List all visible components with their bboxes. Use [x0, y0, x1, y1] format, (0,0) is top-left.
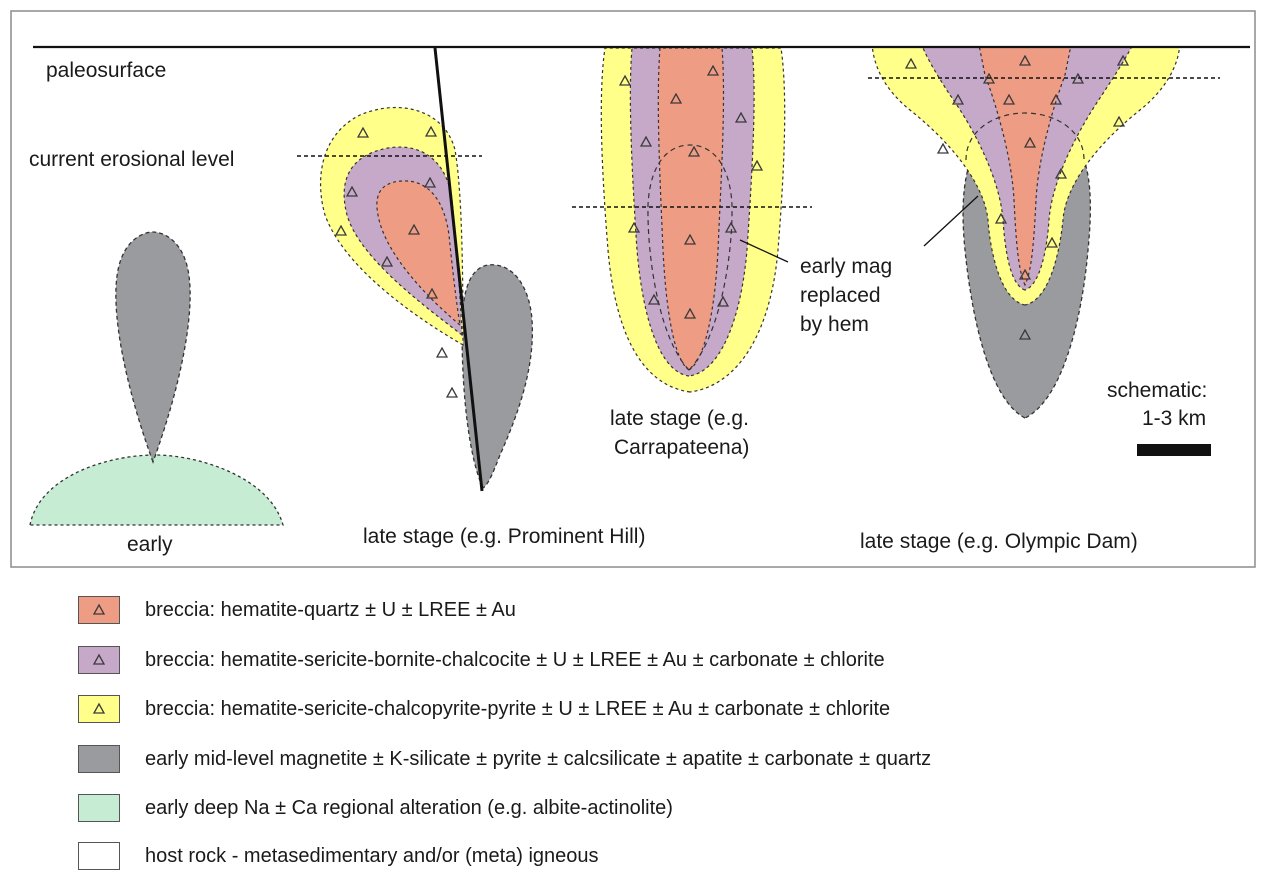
- scale-label-line1: schematic:: [1107, 379, 1207, 402]
- carrapateena-system: [572, 47, 812, 393]
- legend-label: breccia: hematite-sericite-bornite-chalc…: [145, 649, 885, 671]
- triangle-icon: [92, 653, 106, 665]
- hematite-quartz-zone-prominent: [376, 180, 461, 327]
- legend-label: early mid-level magnetite ± K-silicate ±…: [145, 748, 932, 770]
- legend-swatch-na-ca: [78, 794, 120, 822]
- olympic-dam-label: late stage (e.g. Olympic Dam): [860, 530, 1138, 553]
- relict-magnetite-outline-olympic: [965, 112, 1085, 161]
- triangle-icon: [92, 603, 106, 615]
- legend-item-hematite-quartz: breccia: hematite-quartz ± U ± LREE ± Au: [78, 596, 1228, 626]
- legend-item-hem-chalcopyrite: breccia: hematite-sericite-chalcopyrite-…: [78, 695, 1228, 725]
- legend-item-hem-bornite: breccia: hematite-sericite-bornite-chalc…: [78, 646, 1228, 676]
- legend-item-magnetite: early mid-level magnetite ± K-silicate ±…: [78, 745, 1228, 775]
- alteration-diagram: paleosurface current erosional level ear…: [10, 10, 1256, 568]
- hematite-quartz-zone-olympic: [978, 47, 1072, 287]
- legend-swatch-hem-chalcopyrite: [78, 695, 120, 723]
- legend-swatch-host-rock: [78, 842, 120, 870]
- early-label: early: [127, 533, 173, 556]
- hematite-quartz-zone-carrapateena: [657, 47, 725, 371]
- carrapateena-label-line2: Carrapateena): [614, 436, 749, 459]
- legend-label: breccia: hematite-quartz ± U ± LREE ± Au: [145, 599, 516, 621]
- magnetite-body-prominent: [461, 264, 534, 489]
- olympic-dam-system: [871, 47, 1181, 419]
- scale-bar: [1137, 444, 1211, 456]
- legend-label: early deep Na ± Ca regional alteration (…: [145, 797, 673, 819]
- mag-note-leader: [739, 239, 789, 263]
- legend-swatch-hem-bornite: [78, 646, 120, 674]
- relict-magnetite-outline: [647, 144, 733, 371]
- na-ca-alteration-dome: [29, 454, 284, 526]
- mag-note-line3: by hem: [800, 313, 869, 336]
- scale-label-line2: 1-3 km: [1142, 407, 1206, 430]
- mag-note-line2: replaced: [800, 284, 881, 307]
- legend-item-na-ca: early deep Na ± Ca regional alteration (…: [78, 794, 1228, 824]
- legend-swatch-magnetite: [78, 745, 120, 773]
- prominent-hill-system: [297, 47, 534, 492]
- prominent-hill-label: late stage (e.g. Prominent Hill): [363, 525, 645, 548]
- paleosurface-label: paleosurface: [46, 59, 166, 82]
- legend-swatch-hematite-quartz: [78, 596, 120, 624]
- fault-line: [433, 47, 484, 492]
- legend-label: host rock - metasedimentary and/or (meta…: [145, 845, 599, 867]
- legend-label: breccia: hematite-sericite-chalcopyrite-…: [145, 698, 891, 720]
- erosional-level-label: current erosional level: [29, 148, 234, 171]
- triangle-icon: [92, 702, 106, 714]
- mag-note-line1: early mag: [800, 255, 892, 278]
- legend-item-host-rock: host rock - metasedimentary and/or (meta…: [78, 842, 1228, 872]
- carrapateena-label-line1: late stage (e.g.: [610, 407, 749, 430]
- early-system: [29, 231, 284, 526]
- mag-note-leader-olympic: [923, 195, 979, 247]
- magnetite-body-early: [115, 231, 191, 464]
